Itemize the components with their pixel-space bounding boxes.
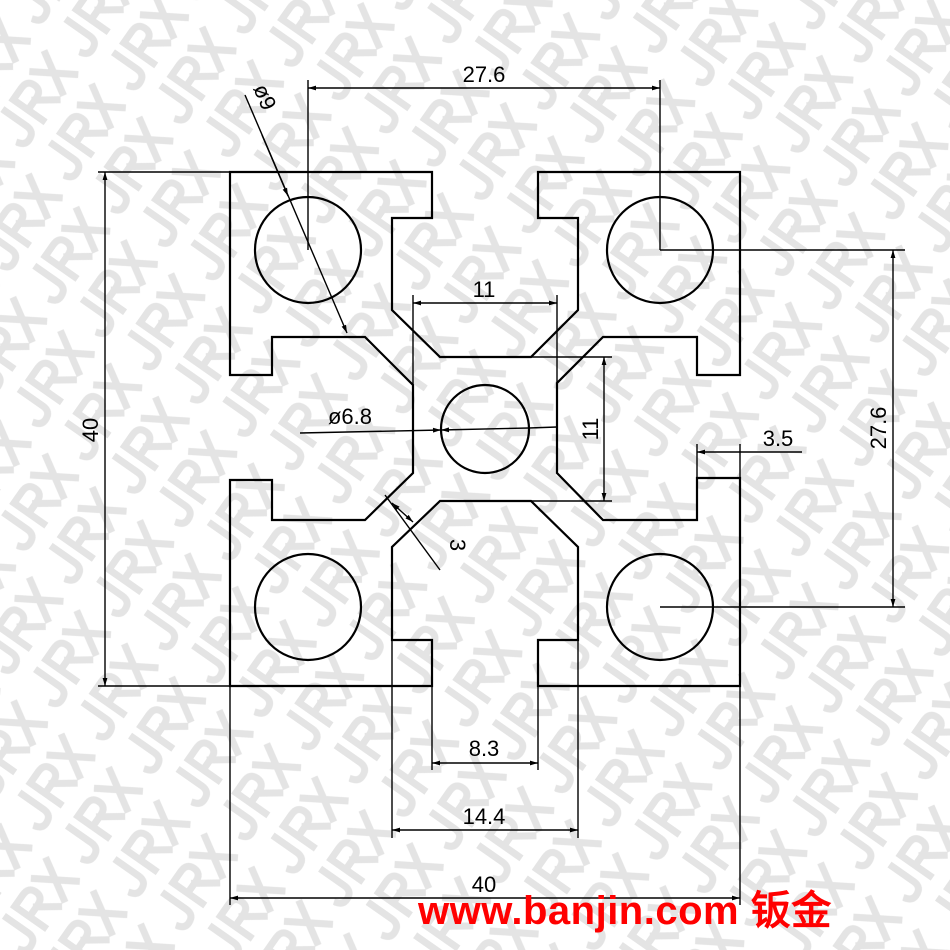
website-watermark-text: www.banjin.com 钣金 bbox=[418, 889, 832, 933]
dim-right-hole-spacing: 27.6 bbox=[866, 407, 891, 450]
dim-center-width: 11 bbox=[473, 277, 496, 302]
dim-slot-opening: 8.3 bbox=[469, 736, 500, 761]
dim-slot-inner-width: 14.4 bbox=[463, 804, 506, 829]
dim-overall-height: 40 bbox=[78, 418, 103, 442]
dim-overall-width: 40 bbox=[472, 872, 496, 897]
dim-center-height: 11 bbox=[578, 418, 603, 441]
dim-lip-thickness: 3.5 bbox=[763, 426, 794, 451]
corner-hole-bottom-left bbox=[253, 552, 363, 662]
dim-wall-thickness: 3 bbox=[445, 539, 470, 551]
dimension-labels: 27.6 ø9 40 27.6 11 11 ø6.8 3.5 3 8.3 14.… bbox=[78, 62, 891, 897]
dim-center-bore: ø6.8 bbox=[328, 404, 372, 429]
dimension-lines bbox=[98, 80, 905, 905]
dim-top-hole-spacing: 27.6 bbox=[463, 62, 506, 87]
